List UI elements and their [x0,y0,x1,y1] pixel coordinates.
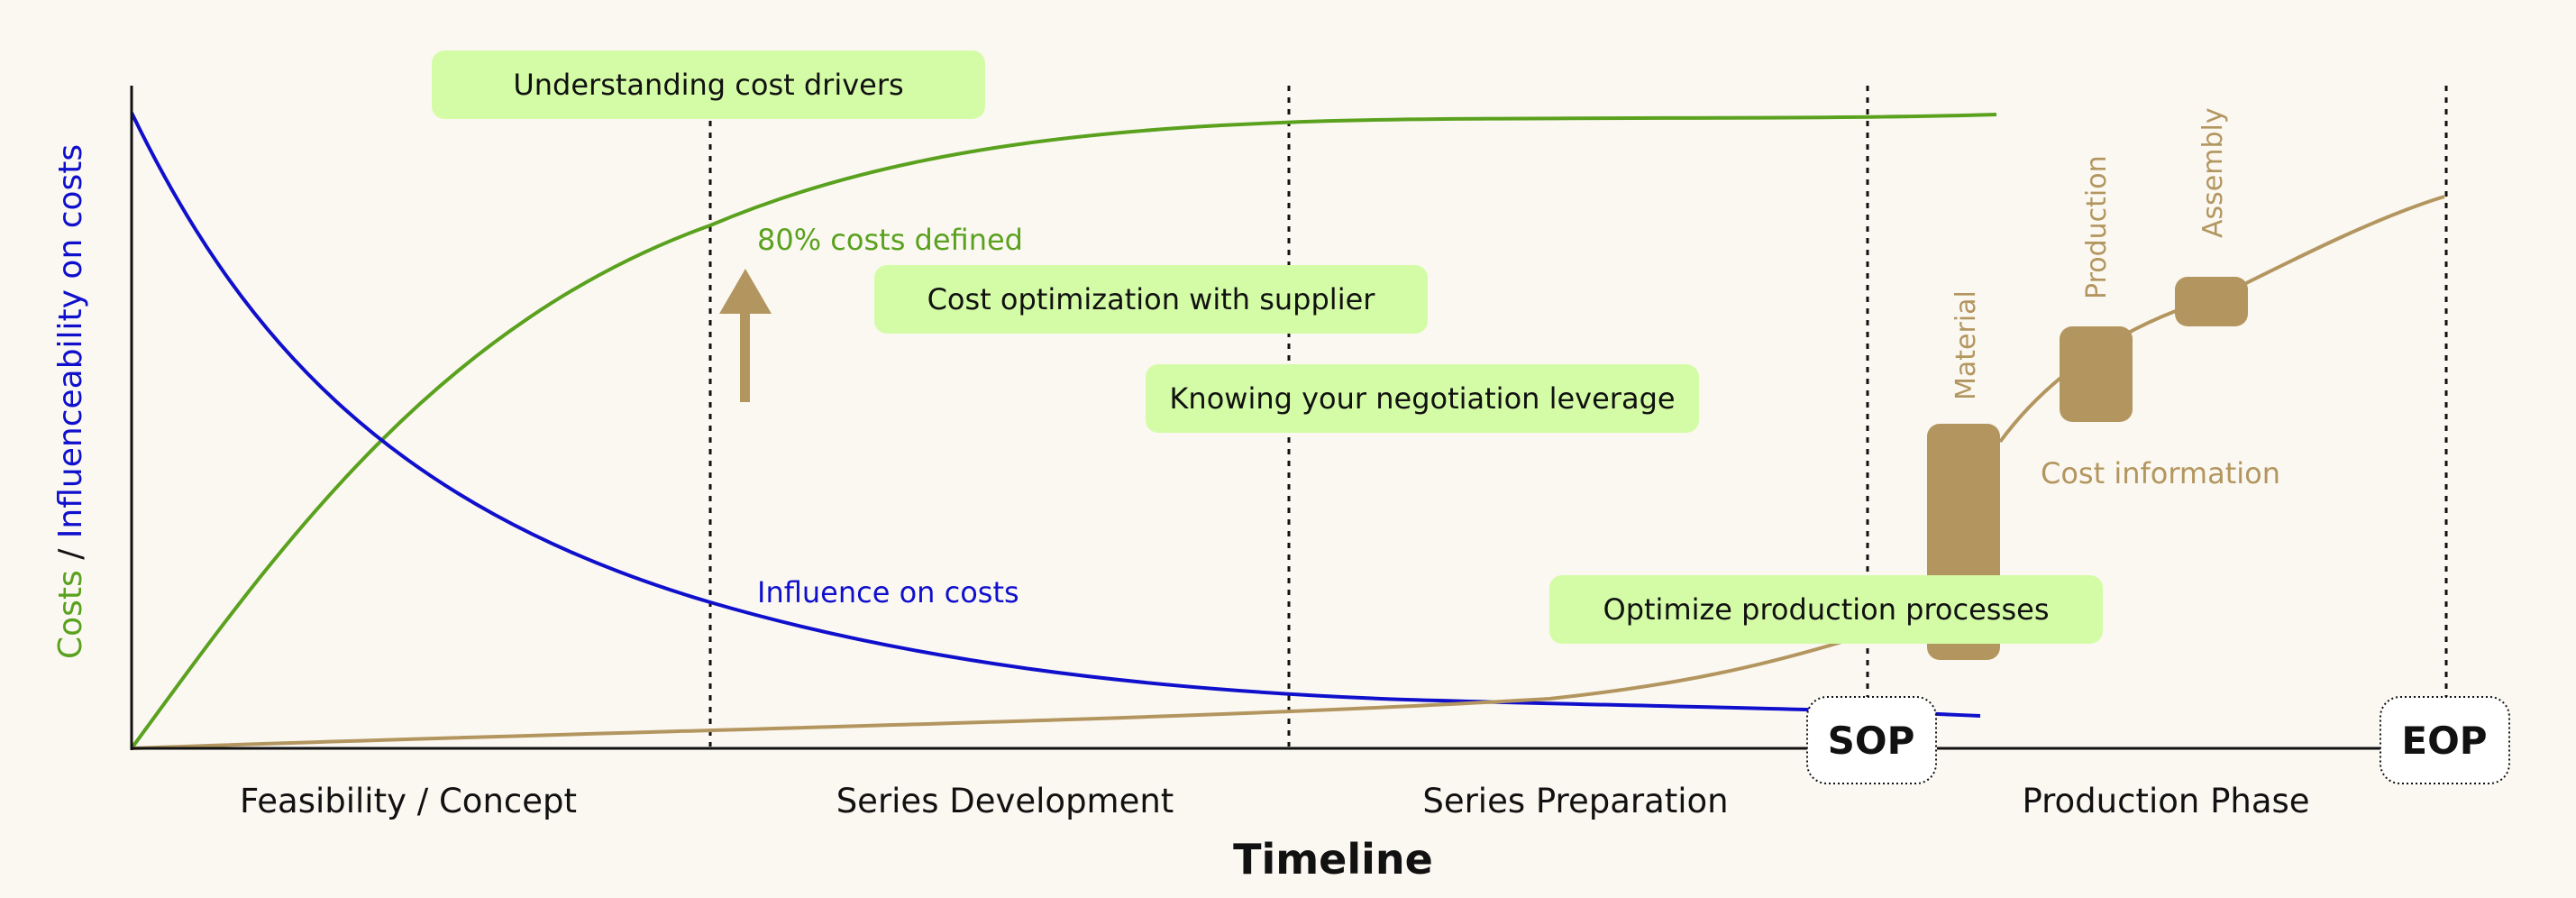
costs-defined-label: 80% costs defined [757,223,1023,257]
activity-negotiation-leverage: Knowing your negotiation leverage [1146,364,1699,433]
eop-label: EOP [2401,719,2487,763]
influence-curve [130,112,1981,718]
y-axis-label-influence: Influenceability on costs [52,144,89,538]
costs-curve [130,113,1997,750]
sop-label: SOP [1828,719,1915,763]
phase-label-feasibility: Feasibility / Concept [240,782,577,820]
production-cost-block [2060,326,2133,422]
up-arrow-icon [719,269,772,402]
sop-milestone: SOP [1806,696,1937,784]
activity-label: Understanding cost drivers [513,68,903,102]
assembly-cost-block [2175,277,2248,326]
x-axis-title: Timeline [1233,835,1433,884]
activity-optimize-production: Optimize production processes [1549,575,2103,644]
material-label: Material [1950,290,1982,400]
phase-label-production-phase: Production Phase [2022,782,2309,820]
production-label: Production [2081,155,2113,299]
phase-label-series-development: Series Development [836,782,1174,820]
activity-label: Optimize production processes [1603,592,2050,627]
activity-cost-optimization-supplier: Cost optimization with supplier [874,265,1428,334]
y-axis-label-costs: Costs [52,570,89,659]
activity-understanding-cost-drivers: Understanding cost drivers [432,50,985,119]
influence-label: Influence on costs [757,575,1019,609]
activity-label: Cost optimization with supplier [927,282,1376,316]
y-axis-label: Costs / Influenceability on costs [52,144,89,659]
activity-label: Knowing your negotiation leverage [1169,381,1675,416]
eop-milestone: EOP [2380,696,2510,784]
assembly-label: Assembly [2197,107,2229,238]
y-axis-label-separator: / [52,538,89,570]
phase-label-series-preparation: Series Preparation [1422,782,1728,820]
cost-information-label: Cost information [2041,456,2280,490]
cost-information-curve [131,638,1849,750]
